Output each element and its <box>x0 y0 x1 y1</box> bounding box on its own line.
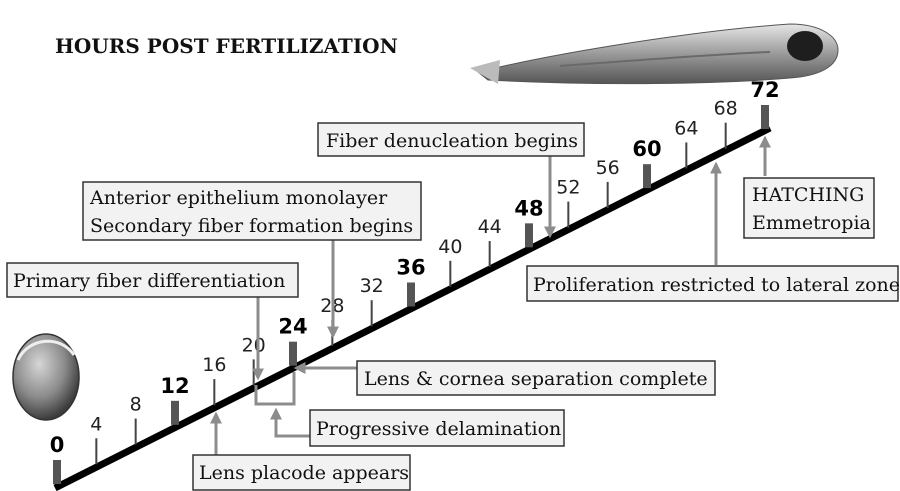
label-fiber-denucleation-text: Fiber denucleation begins <box>326 130 578 152</box>
label-delamination-text: Progressive delamination <box>316 418 561 440</box>
tick-label-32: 32 <box>360 275 384 297</box>
tick-label-48: 48 <box>514 196 543 220</box>
tick-label-4: 4 <box>90 413 102 435</box>
tick-label-36: 36 <box>396 256 425 280</box>
label-lens-placode-text: Lens placode appears <box>199 462 409 484</box>
label-anterior-epithelium-line1: Anterior epithelium monolayer <box>89 187 388 209</box>
tick-label-68: 68 <box>714 98 738 120</box>
label-lens-cornea-text: Lens & cornea separation complete <box>364 368 708 390</box>
label-hatching: HATCHING Emmetropia <box>744 178 874 238</box>
tick-label-44: 44 <box>478 216 502 238</box>
label-anterior-epithelium: Anterior epithelium monolayer Secondary … <box>83 182 421 240</box>
tick-label-64: 64 <box>674 117 698 139</box>
label-hatching-line1: HATCHING <box>752 184 864 206</box>
label-fiber-denucleation: Fiber denucleation begins <box>318 123 584 156</box>
tick-label-0: 0 <box>50 433 65 457</box>
label-primary-fiber: Primary fiber differentiation <box>7 263 298 297</box>
tick-label-60: 60 <box>632 137 661 161</box>
tick-label-52: 52 <box>556 177 580 199</box>
tick-label-72: 72 <box>750 78 779 102</box>
tick-label-20: 20 <box>242 334 266 356</box>
embryo-image <box>13 334 79 420</box>
label-lens-cornea: Lens & cornea separation complete <box>357 361 715 395</box>
tick-label-16: 16 <box>202 354 226 376</box>
label-lens-placode: Lens placode appears <box>193 455 410 490</box>
larva-image <box>470 24 838 84</box>
arrow-delamination <box>276 410 310 436</box>
tick-label-24: 24 <box>278 315 307 339</box>
diagram-title: HOURS POST FERTILIZATION <box>55 34 398 58</box>
label-proliferation-text: Proliferation restricted to lateral zone <box>533 274 900 296</box>
tick-label-40: 40 <box>438 236 462 258</box>
tick-label-8: 8 <box>130 394 142 416</box>
label-proliferation: Proliferation restricted to lateral zone <box>527 266 900 301</box>
label-delamination: Progressive delamination <box>310 410 564 446</box>
tick-label-12: 12 <box>160 374 189 398</box>
label-anterior-epithelium-line2: Secondary fiber formation begins <box>90 215 413 237</box>
tick-label-56: 56 <box>596 157 620 179</box>
label-primary-fiber-text: Primary fiber differentiation <box>13 270 285 292</box>
label-hatching-line2: Emmetropia <box>752 212 871 234</box>
